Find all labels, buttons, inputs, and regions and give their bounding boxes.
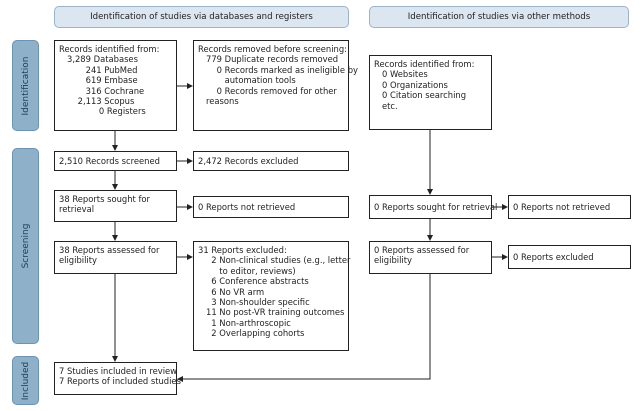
db-reports-assessed: 38 Reports assessed for eligibility bbox=[54, 241, 177, 274]
db-reports-excluded-line: 11 No post-VR training outcomes bbox=[198, 307, 345, 318]
db-reports-excluded-line: 6 No VR arm bbox=[198, 286, 265, 297]
db-records-screened: 2,510 Records screened bbox=[54, 151, 177, 171]
db-reports-not-retrieved: 0 Reports not retrieved bbox=[193, 196, 349, 218]
db-records-excluded: 2,472 Records excluded bbox=[193, 151, 349, 171]
other-identified-line: 0 Citation searching bbox=[374, 90, 467, 101]
phase-screening: Screening bbox=[12, 148, 39, 344]
db-assessed-line: 38 Reports assessed for bbox=[59, 245, 160, 255]
other-reports-excluded: 0 Reports excluded bbox=[508, 245, 631, 269]
db-removed-line: automation tools bbox=[198, 75, 296, 86]
other-identified-line: etc. bbox=[374, 100, 398, 111]
db-records-removed: Records removed before screening: 779 Du… bbox=[193, 40, 358, 131]
db-reports-excluded-line: 3 Non-shoulder specific bbox=[198, 297, 310, 308]
phase-screening-label: Screening bbox=[20, 223, 31, 269]
db-records-identified: Records identified from: 3,289 Databases… bbox=[54, 40, 177, 131]
phase-identification: Identification bbox=[12, 40, 39, 131]
db-identified-line: 0 Registers bbox=[59, 106, 146, 117]
db-screened-text: 2,510 Records screened bbox=[59, 156, 160, 166]
other-assessed-line: eligibility bbox=[374, 255, 412, 266]
other-identified-line: Records identified from: bbox=[374, 59, 475, 69]
db-removed-line: 0 Records marked as ineligible by bbox=[198, 64, 358, 75]
other-identified-line: 0 Websites bbox=[374, 69, 428, 80]
db-reports-excluded-line: to editor, reviews) bbox=[198, 265, 296, 276]
db-removed-line: 0 Records removed for other bbox=[198, 85, 337, 96]
db-identified-line: 619 Embase bbox=[59, 75, 138, 86]
db-removed-line: Records removed before screening: bbox=[198, 44, 347, 54]
db-identified-line: 316 Cochrane bbox=[59, 85, 145, 96]
db-sought-line: 38 Reports sought for bbox=[59, 194, 150, 204]
included-line: 7 Studies included in review bbox=[59, 366, 178, 376]
db-identified-line: Records identified from: bbox=[59, 44, 160, 54]
db-identified-line: 241 PubMed bbox=[59, 64, 138, 75]
other-identified-line: 0 Organizations bbox=[374, 79, 448, 90]
db-sought-line: retrieval bbox=[59, 204, 95, 215]
db-reports-excluded-line: 2 Overlapping cohorts bbox=[198, 328, 305, 339]
other-reports-assessed: 0 Reports assessed for eligibility bbox=[369, 241, 492, 274]
other-reports-sought: 0 Reports sought for retrieval bbox=[369, 195, 498, 219]
db-excluded-text: 2,472 Records excluded bbox=[198, 156, 299, 166]
header-databases-text: Identification of studies via databases … bbox=[90, 12, 313, 22]
other-sought-text: 0 Reports sought for retrieval bbox=[374, 202, 498, 212]
phase-identification-label: Identification bbox=[20, 55, 31, 116]
header-databases: Identification of studies via databases … bbox=[54, 6, 349, 28]
included-line: 7 Reports of included studies bbox=[59, 376, 181, 387]
db-identified-line: 3,289 Databases bbox=[59, 54, 138, 65]
other-reports-not-retrieved: 0 Reports not retrieved bbox=[508, 195, 631, 219]
phase-included-label: Included bbox=[20, 361, 31, 400]
phase-included: Included bbox=[12, 356, 39, 405]
db-identified-line: 2,113 Scopus bbox=[59, 96, 135, 107]
db-reports-excluded-line: 2 Non-clinical studies (e.g., letter bbox=[198, 255, 351, 266]
header-other-text: Identification of studies via other meth… bbox=[407, 12, 591, 22]
db-removed-line: reasons bbox=[198, 96, 239, 107]
db-reports-sought: 38 Reports sought for retrieval bbox=[54, 190, 177, 222]
db-assessed-line: eligibility bbox=[59, 255, 97, 266]
db-removed-line: 779 Duplicate records removed bbox=[198, 54, 339, 65]
other-assessed-line: 0 Reports assessed for bbox=[374, 245, 470, 255]
other-records-identified: Records identified from: 0 Websites 0 Or… bbox=[369, 55, 492, 130]
db-reports-excluded-line: 31 Reports excluded: bbox=[198, 245, 287, 255]
db-reports-excluded: 31 Reports excluded: 2 Non-clinical stud… bbox=[193, 241, 351, 351]
other-not-retrieved-text: 0 Reports not retrieved bbox=[513, 202, 611, 212]
other-excluded-text: 0 Reports excluded bbox=[513, 252, 594, 262]
header-other-methods: Identification of studies via other meth… bbox=[369, 6, 629, 28]
db-reports-excluded-line: 6 Conference abstracts bbox=[198, 276, 309, 287]
db-not-retrieved-text: 0 Reports not retrieved bbox=[198, 202, 296, 212]
db-reports-excluded-line: 1 Non-arthroscopic bbox=[198, 317, 291, 328]
included-studies: 7 Studies included in review 7 Reports o… bbox=[54, 362, 181, 395]
